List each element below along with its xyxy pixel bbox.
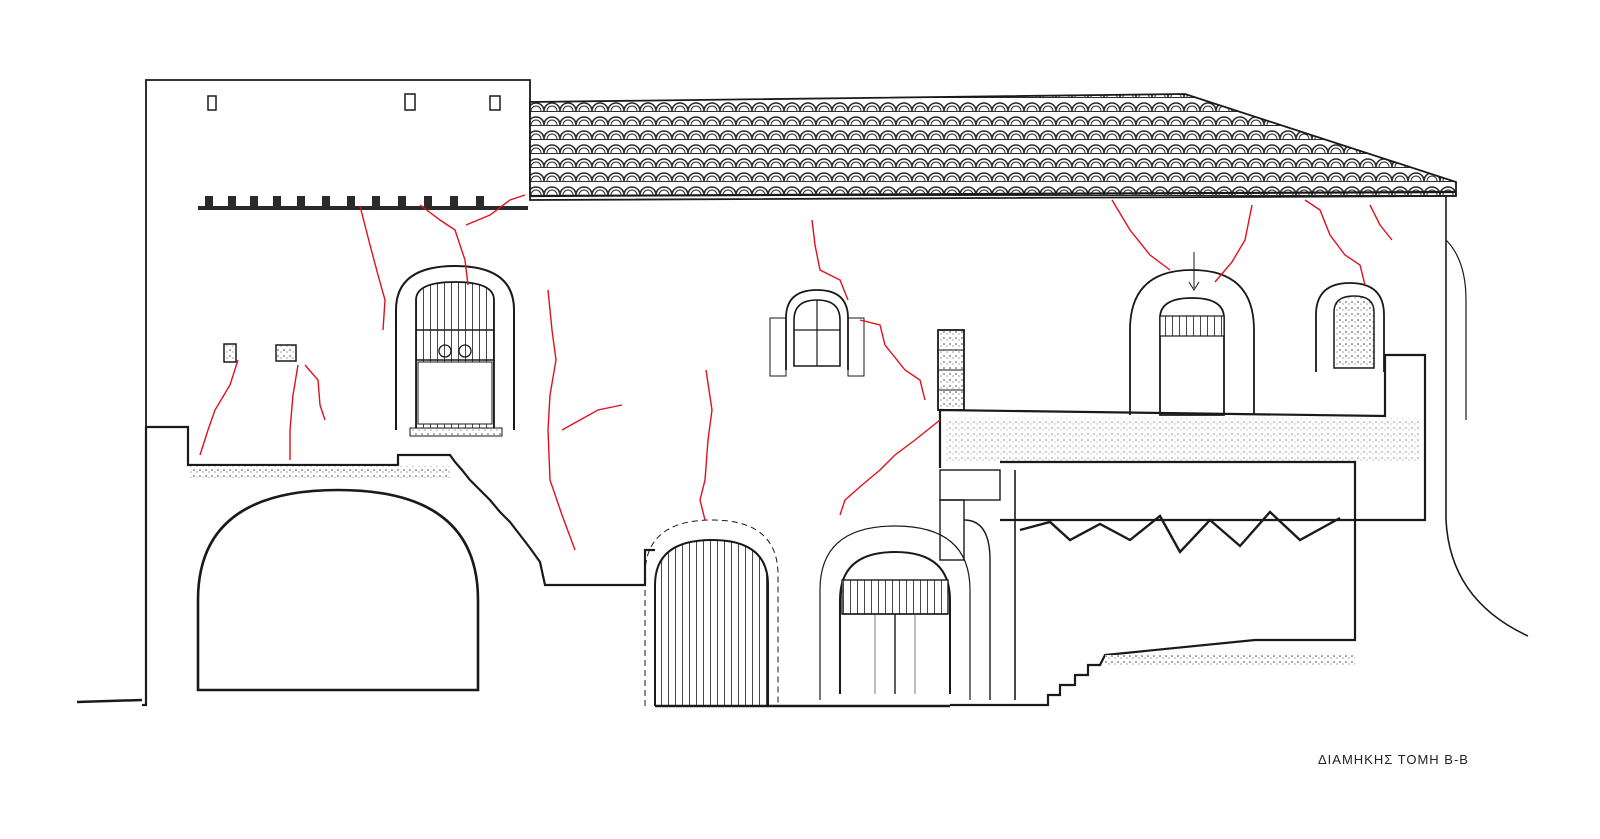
tower-slots xyxy=(207,93,501,111)
roof-eave xyxy=(529,190,1457,198)
facade-right-edge xyxy=(1445,196,1529,637)
lower-middle-arched-door xyxy=(819,525,971,700)
tower-loopholes xyxy=(223,343,297,363)
crack-lines xyxy=(199,194,1393,551)
interior-chamber xyxy=(950,460,1357,707)
left-terrace-texture xyxy=(190,466,450,478)
left-terrace-stairs xyxy=(146,425,655,587)
tower-base xyxy=(142,427,148,707)
corbel-row xyxy=(198,196,528,210)
terrace-texture xyxy=(945,418,1420,463)
drawing-caption: ΔΙΑΜΗΚΗΣ ΤΟΜΗ Β-Β xyxy=(1318,752,1469,767)
pier-quoins xyxy=(939,469,1001,700)
facade-buttress xyxy=(1445,239,1467,420)
roof-tiles xyxy=(529,93,1457,201)
right-arched-door xyxy=(1129,252,1255,416)
far-right-arched-window xyxy=(1315,282,1385,372)
ground-line-left xyxy=(76,698,143,704)
center-arched-window xyxy=(769,289,865,377)
right-terrace-slab xyxy=(938,353,1427,522)
ground-vault xyxy=(196,488,480,692)
upper-arched-door xyxy=(395,264,515,437)
lower-left-arched-door xyxy=(644,519,779,706)
pier-column xyxy=(937,329,965,411)
